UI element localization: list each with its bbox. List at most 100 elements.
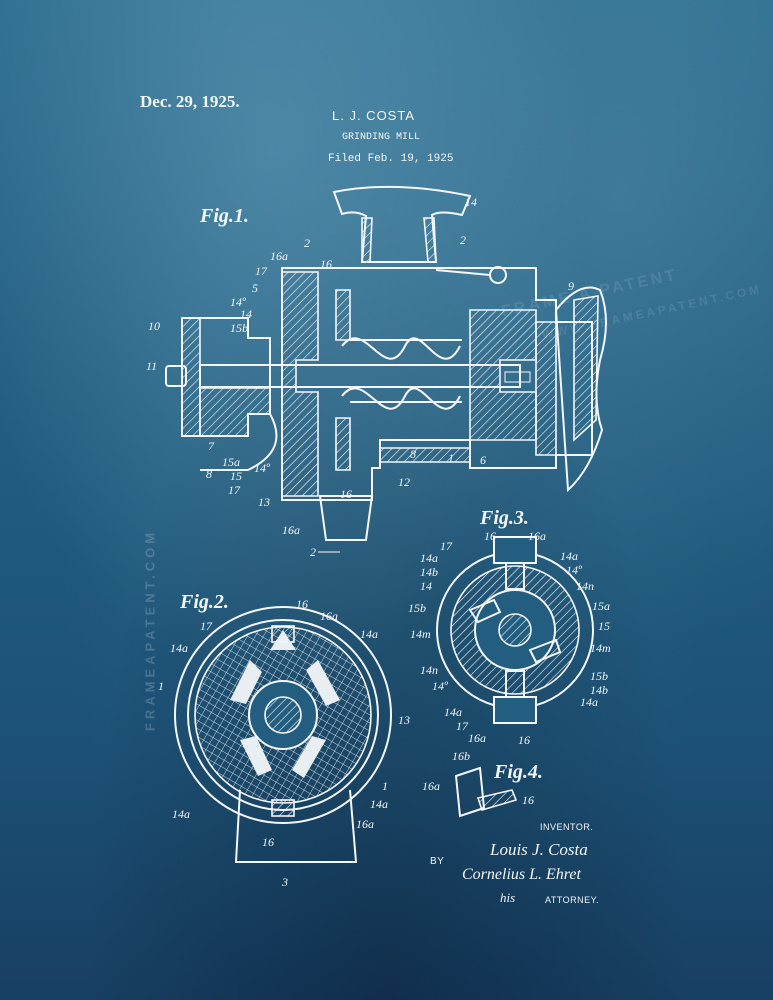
attorney-signature: Cornelius L. Ehret <box>462 866 581 883</box>
fig3-pin-bottom <box>505 670 525 698</box>
fig1-ref-15b: 15b <box>230 321 248 335</box>
fig1-ref-14b: 14 <box>240 307 252 321</box>
outlet-bottom <box>318 495 374 541</box>
fig3-shaft <box>498 613 532 647</box>
fig3-ref-14: 14 <box>420 579 432 593</box>
fig2-ref-16a: 16a <box>320 609 338 623</box>
fig2-label: Fig.2. <box>179 591 229 613</box>
fig2-key-bottom <box>271 799 295 817</box>
end-hub-lower <box>199 387 271 437</box>
fig2-ref-14a-top: 14a <box>360 627 378 641</box>
fig2-ref-16-bot: 16 <box>262 835 274 849</box>
fig3-ref-15b: 15b <box>408 601 426 615</box>
fig3-ref-14o: 14º <box>566 563 582 577</box>
fig1-ref-16-bot: 16 <box>340 487 352 501</box>
flange-right <box>535 321 557 456</box>
fig3-ref-15: 15 <box>598 619 610 633</box>
fig2-ref-14a-bot: 14a <box>172 807 190 821</box>
hopper-screw <box>435 269 491 276</box>
worm-thread-top <box>341 337 461 360</box>
crank-section <box>573 295 599 442</box>
housing-wall-right <box>469 309 537 441</box>
fig1-ref-14o-b: 14º <box>254 461 270 475</box>
fig4-block <box>454 766 486 818</box>
end-hub-cap <box>181 317 201 437</box>
hopper <box>332 185 472 263</box>
fig1-ref-6: 6 <box>480 453 486 467</box>
fig4-ref-16a: 16a <box>422 779 440 793</box>
fig1-ref-14: 14 <box>465 195 477 209</box>
fig1-ref-2-top: 2 <box>460 233 466 247</box>
fig3-ref-17: 17 <box>440 539 453 553</box>
mill-housing <box>281 267 593 501</box>
by-label: BY <box>430 856 445 867</box>
fig3-ref-16a: 16a <box>528 529 546 543</box>
fig1-ref-15a: 15a <box>222 455 240 469</box>
cutter-plate-bottom <box>335 417 351 471</box>
fig3-ref-14b: 14b <box>420 565 438 579</box>
fig1-ref-16a-top: 16a <box>270 249 288 263</box>
fig4-pin <box>476 789 518 811</box>
fig1-ref-16-top: 16 <box>320 257 332 271</box>
fig1-ref-2-bot: 2 <box>310 545 316 559</box>
fig3-ref-17-b: 17 <box>456 719 469 733</box>
fig1-ref-17: 17 <box>255 264 268 278</box>
fig1-ref-8-mid: 8 <box>410 447 416 461</box>
fig2-shaft <box>264 696 302 734</box>
inventor-signature: Louis J. Costa <box>490 840 588 859</box>
fig2-cutter-blades <box>230 630 340 778</box>
fig1-ref-2-left: 2 <box>304 236 310 250</box>
hopper-wall-left <box>361 217 373 263</box>
crank-handle <box>554 286 607 493</box>
worm-core <box>350 339 462 403</box>
fig2-outer-ring <box>174 606 392 824</box>
filed-date: Filed Feb. 19, 1925 <box>328 153 454 165</box>
fig4-label: Fig.4. <box>493 761 543 783</box>
fig3-pin-top <box>505 562 525 590</box>
patent-title: GRINDING MILL <box>342 132 421 143</box>
fig1-ref-14o: 14º <box>230 295 246 309</box>
fig1-ref-15: 15 <box>230 469 242 483</box>
fig1-ref-5: 5 <box>252 281 258 295</box>
fig3-ref-14n-b: 14n <box>420 663 438 677</box>
barrel-bottom-wall <box>379 447 471 463</box>
fig4-ref-16: 16 <box>522 793 534 807</box>
fig3-clamps <box>468 598 562 664</box>
fig2-stand <box>234 789 358 863</box>
fig1-label: Fig.1. <box>199 205 249 227</box>
fig2-ref-14a-right: 14a <box>370 797 388 811</box>
fig2-ref-1: 1 <box>158 679 164 693</box>
figure-2: Fig.2. 16 16a 17 14a 14a 1 13 1 14a 16a … <box>158 591 410 889</box>
fig3-ref-14o-b: 14º <box>432 679 448 693</box>
hopper-wall-right <box>423 217 437 263</box>
shaft-key <box>504 371 531 383</box>
fig1-ref-13: 13 <box>258 495 270 509</box>
figure-1: Fig.1. <box>146 185 607 559</box>
fig1-ref-8-left: 8 <box>206 467 212 481</box>
fig2-ref-14a-left: 14a <box>170 641 188 655</box>
inventor-label: INVENTOR. <box>540 822 594 832</box>
hopper-screw-knob <box>489 266 507 284</box>
fig2-ref-1-right: 1 <box>382 779 388 793</box>
patent-date: Dec. 29, 1925. <box>140 92 240 111</box>
fig3-label: Fig.3. <box>479 507 529 529</box>
inventor-name: L. J. COSTA <box>332 108 415 123</box>
fig1-ref-1: 1 <box>448 451 454 465</box>
fig1-ref-9: 9 <box>568 279 574 293</box>
fig3-ref-14b-r: 14b <box>590 683 608 697</box>
worm-thread-bottom <box>341 387 461 410</box>
fig3-ref-14a-r2: 14a <box>580 695 598 709</box>
fig4-ref-16b: 16b <box>452 749 470 763</box>
fig3-ref-15b-r: 15b <box>590 669 608 683</box>
fig3-ref-14a-r: 14a <box>560 549 578 563</box>
fig1-ref-10: 10 <box>148 319 160 333</box>
attorney-per-signature: his <box>500 890 516 905</box>
arm-curve <box>200 413 278 471</box>
fig3-ref-14a: 14a <box>420 551 438 565</box>
fig3-ref-16a-b: 16a <box>468 731 486 745</box>
adjusting-nut <box>165 365 187 387</box>
fig1-ref-11: 11 <box>146 359 157 373</box>
fig1-ref-17b: 17 <box>228 483 241 497</box>
